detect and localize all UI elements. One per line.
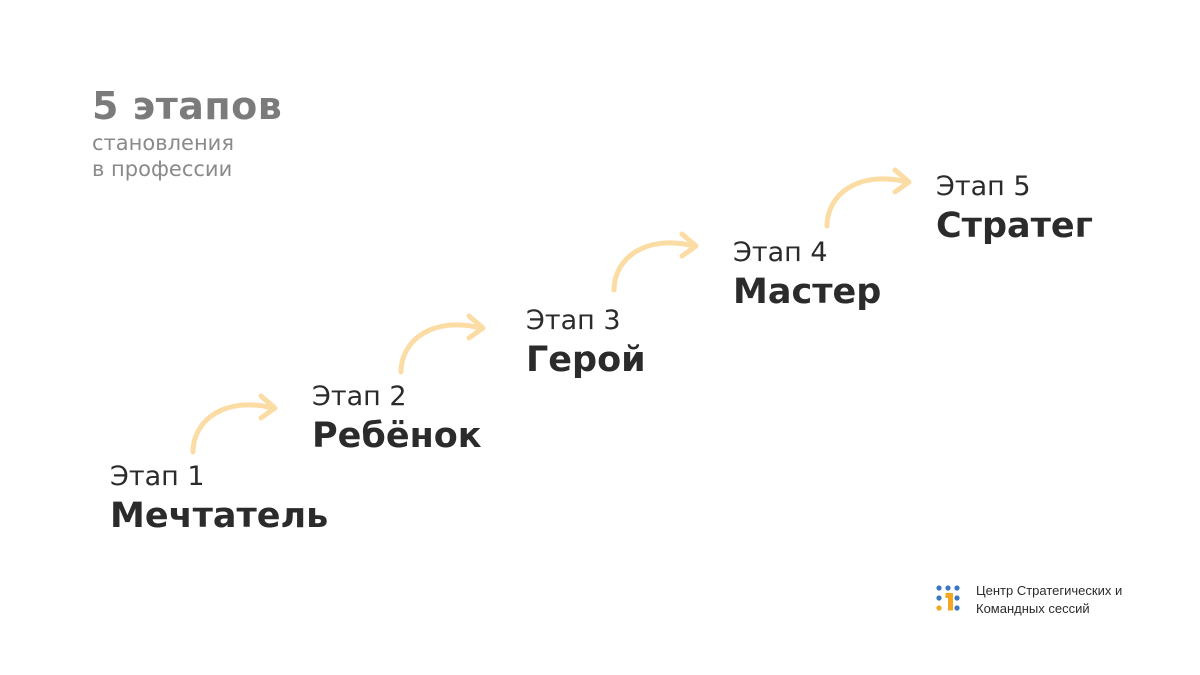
stage-number: Этап 3	[526, 305, 621, 336]
stage-number: Этап 5	[936, 171, 1031, 202]
stage-name: Мастер	[733, 272, 882, 312]
stage-number: Этап 4	[733, 237, 828, 268]
stage-1: Этап 1 Мечтатель	[110, 460, 328, 538]
stage-4: Этап 4 Мастер	[733, 236, 881, 314]
curved-arrow-icon	[824, 167, 912, 229]
footer-line-2: Командных сессий	[976, 601, 1090, 616]
stage-name: Ребёнок	[312, 416, 482, 456]
stage-2: Этап 2 Ребёнок	[312, 380, 482, 458]
page-title: 5 этапов	[92, 84, 283, 128]
footer-brand: Центр Стратегических и Командных сессий	[936, 582, 1122, 618]
curved-arrow-icon	[611, 231, 699, 293]
curved-arrow-icon	[398, 313, 486, 375]
stage-5: Этап 5 Стратег	[936, 170, 1093, 248]
stage-number: Этап 2	[312, 381, 407, 412]
heading: 5 этапов становления в профессии	[92, 82, 282, 182]
stage-name: Мечтатель	[110, 496, 329, 536]
stage-name: Стратег	[936, 206, 1093, 246]
stage-number: Этап 1	[110, 461, 205, 492]
curved-arrow-icon	[190, 393, 278, 455]
company-logo-icon	[936, 585, 960, 611]
footer-text: Центр Стратегических и Командных сессий	[976, 582, 1122, 618]
page-subtitle-line-2: в профессии	[92, 157, 233, 181]
stage-3: Этап 3 Герой	[526, 304, 646, 382]
stage-name: Герой	[526, 340, 646, 380]
footer-line-1: Центр Стратегических и	[976, 583, 1123, 598]
page-subtitle-line-1: становления	[92, 131, 234, 155]
